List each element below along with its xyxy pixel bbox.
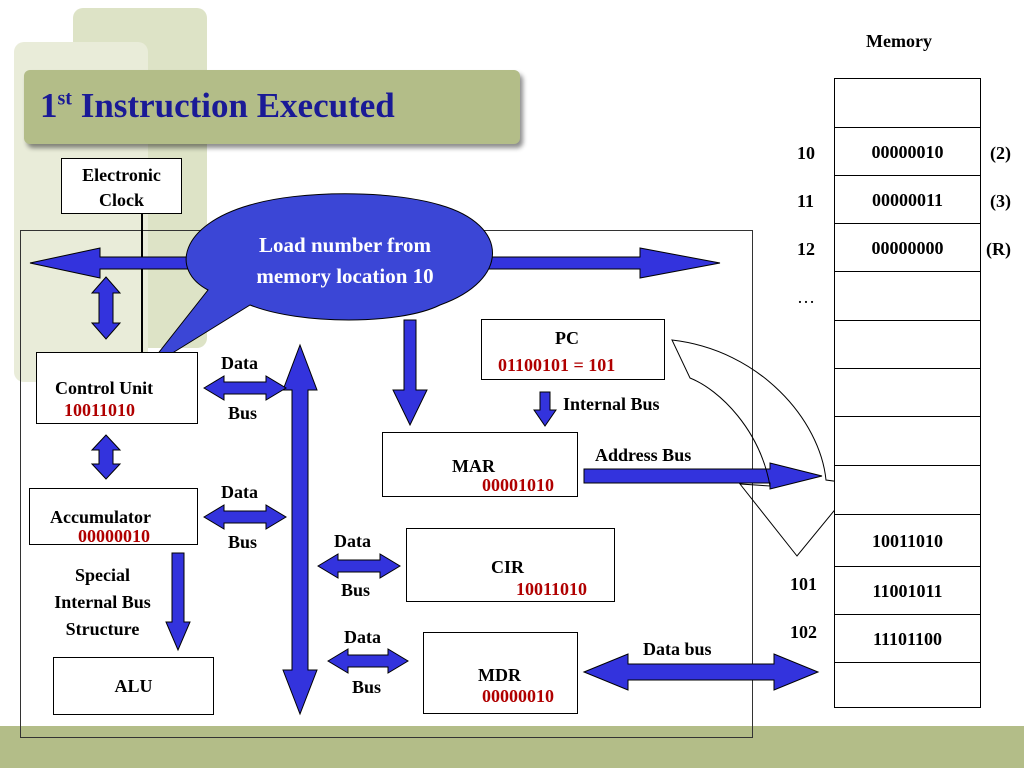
memory-note-label: (R) bbox=[986, 239, 1011, 259]
clock-control-arrow bbox=[90, 276, 122, 340]
memory-cell bbox=[834, 465, 981, 516]
memory-address-label: 11 bbox=[797, 191, 815, 211]
memory-cell bbox=[834, 368, 981, 418]
internal-bus-arrow bbox=[282, 343, 318, 716]
mar-value: 00001010 bbox=[482, 475, 554, 495]
memory-cell bbox=[834, 320, 981, 370]
memory-data-register bbox=[423, 632, 578, 714]
memory-address-label: 102 bbox=[790, 622, 817, 642]
speech-bubble bbox=[144, 193, 493, 371]
mar-input-arrow bbox=[392, 319, 428, 427]
mdr-label: MDR bbox=[478, 665, 521, 685]
data-bus-external-label: Data bus bbox=[643, 639, 712, 659]
memory-cell: 00000000 bbox=[834, 223, 981, 273]
accumulator bbox=[29, 488, 198, 545]
address-bus-arrow bbox=[583, 462, 823, 490]
memory-address-label: … bbox=[797, 287, 815, 307]
data-bus-label: Data bbox=[344, 627, 381, 647]
accumulator-data-bus-arrow bbox=[203, 504, 287, 530]
memory-cell: 11101100 bbox=[834, 614, 981, 664]
speech-bubble-text: Load number from memory location 10 bbox=[256, 233, 434, 288]
memory-cell: 10011010 bbox=[834, 514, 981, 568]
data-bus-label: Data bbox=[334, 531, 371, 551]
data-bus-label: Data bbox=[221, 353, 258, 373]
mar-label: MAR bbox=[452, 456, 495, 476]
external-data-bus-arrow bbox=[582, 653, 820, 691]
footer-bar bbox=[0, 726, 1024, 768]
memory-cell: 11001011 bbox=[834, 566, 981, 616]
mdr-value: 00000010 bbox=[482, 686, 554, 706]
memory-cell: 00000010 bbox=[834, 127, 981, 177]
page-title: 1st Instruction Executed bbox=[40, 86, 395, 125]
memory-address-label: 10 bbox=[797, 143, 815, 163]
memory-cell bbox=[834, 662, 981, 708]
memory-address-label: 12 bbox=[797, 239, 815, 259]
internal-bus-label: Internal Bus bbox=[563, 394, 660, 414]
accumulator-alu-arrow bbox=[165, 552, 191, 652]
control-unit bbox=[36, 352, 198, 424]
memory-cell bbox=[834, 271, 981, 322]
memory-cell bbox=[834, 416, 981, 467]
cir-value: 10011010 bbox=[516, 579, 588, 599]
data-bus-label: Bus bbox=[341, 580, 371, 600]
data-bus-label: Data bbox=[221, 482, 258, 502]
pc-label: PC bbox=[555, 328, 579, 348]
current-instruction-register bbox=[406, 528, 615, 602]
memory-note-label: (2) bbox=[990, 143, 1011, 163]
control-data-bus-arrow bbox=[203, 375, 287, 401]
data-bus-label: Bus bbox=[228, 403, 258, 423]
memory-address-register bbox=[382, 432, 578, 497]
memory-cell bbox=[834, 78, 981, 129]
special-internal-bus-label: Special Internal Bus Structure bbox=[54, 565, 151, 639]
memory-address-label: 101 bbox=[790, 574, 817, 594]
control-unit-value: 10011010 bbox=[64, 400, 136, 420]
cir-data-bus-arrow bbox=[317, 553, 401, 579]
control-unit-label: Control Unit bbox=[55, 378, 154, 398]
cir-label: CIR bbox=[491, 557, 525, 577]
program-counter bbox=[481, 319, 665, 380]
alu: ALU bbox=[53, 657, 214, 715]
accumulator-label: Accumulator bbox=[50, 507, 151, 527]
pc-value: 01100101 = 101 bbox=[498, 355, 616, 375]
mdr-data-bus-arrow bbox=[327, 648, 409, 674]
address-bus-label: Address Bus bbox=[595, 445, 692, 465]
memory-cell: 00000011 bbox=[834, 175, 981, 225]
memory-note-label: (3) bbox=[990, 191, 1011, 211]
memory-title: Memory bbox=[866, 31, 932, 51]
data-bus-label: Bus bbox=[352, 677, 382, 697]
control-accumulator-arrow bbox=[90, 434, 122, 480]
accumulator-value: 00000010 bbox=[78, 526, 150, 546]
pc-mar-arrow bbox=[533, 391, 557, 427]
electronic-clock: Electronic Clock bbox=[61, 158, 182, 214]
title-bar bbox=[24, 70, 520, 144]
data-bus-label: Bus bbox=[228, 532, 258, 552]
pc-memory-curved-arrow bbox=[671, 339, 857, 557]
